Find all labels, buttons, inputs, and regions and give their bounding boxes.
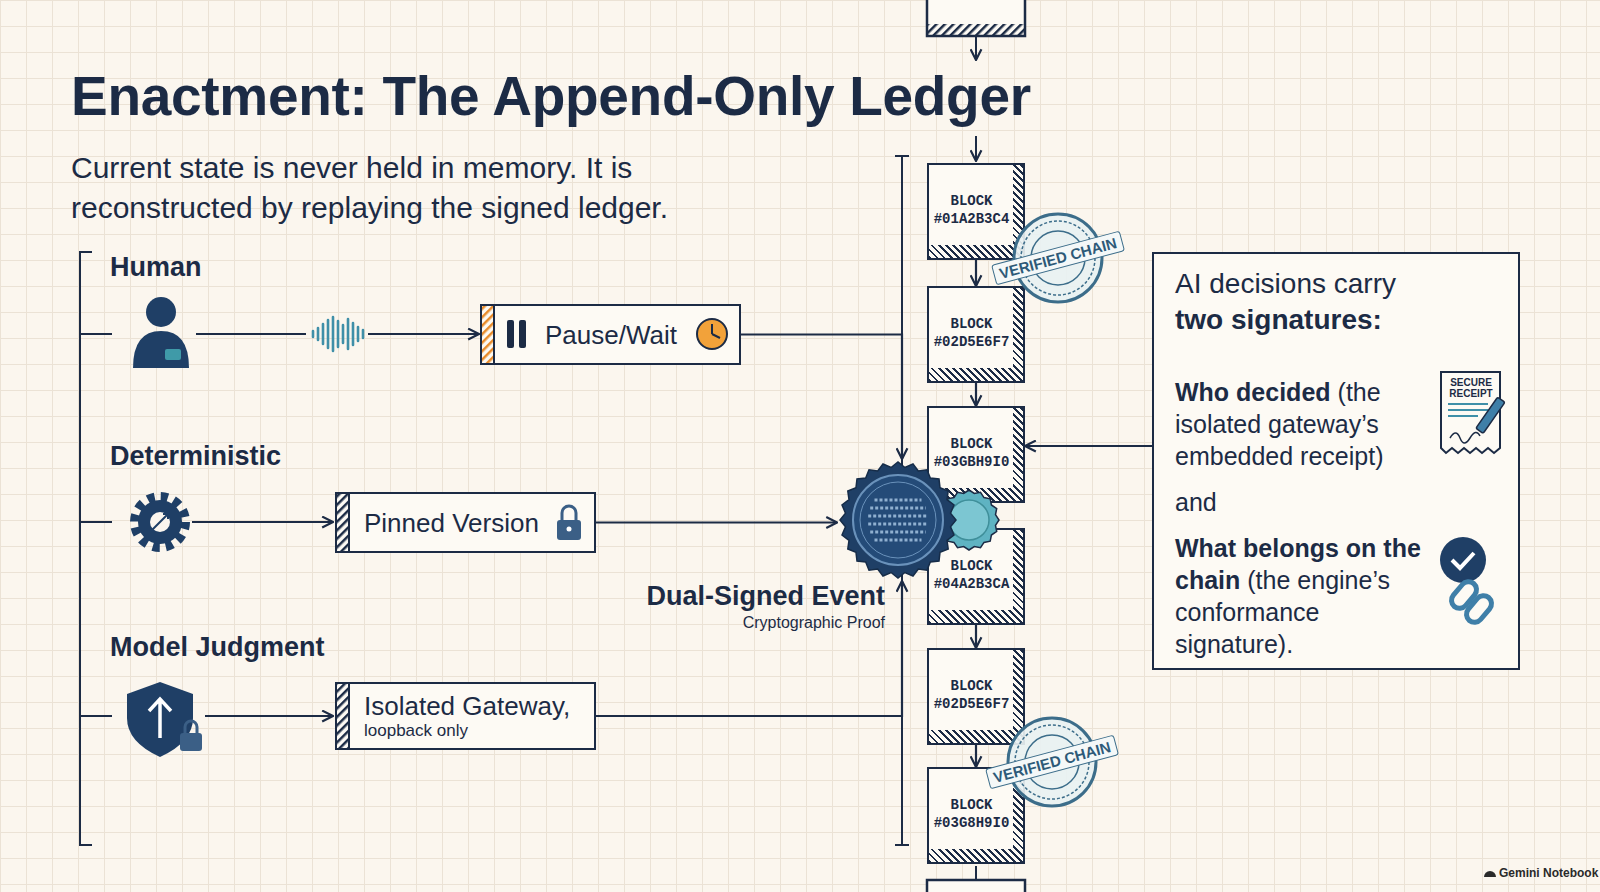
text-paragraph: two signatures: — [1175, 302, 1440, 338]
seal-heading: Dual-Signed Event — [646, 580, 885, 612]
seal-subheading: Cryptographic Proof — [743, 613, 885, 633]
seal-pattern — [875, 499, 922, 502]
box-label: Pinned Version — [364, 508, 594, 538]
connector — [596, 521, 837, 523]
seal-pattern — [868, 523, 928, 526]
block-label: BLOCK #03GBH9I0 — [932, 435, 1011, 471]
signal-wire — [368, 333, 479, 335]
lock-shackle — [185, 721, 197, 733]
connector — [975, 745, 977, 767]
gear-arrow — [152, 514, 168, 530]
watermark-icon — [1484, 871, 1496, 877]
seal-pattern — [870, 507, 926, 510]
watermark: Gemini Notebook — [1499, 866, 1598, 880]
seal-pattern — [870, 531, 926, 534]
seal-outline — [840, 462, 956, 578]
diagram-title: Enactment: The Append-Only Ledger — [71, 64, 1031, 128]
diagram-caption: Current state is never held in memory. I… — [71, 148, 791, 228]
text-paragraph: AI decisions carry — [1175, 266, 1440, 302]
waveform-symbol — [313, 317, 363, 351]
signal-wire — [196, 333, 306, 335]
signal-wire — [205, 715, 333, 717]
connector — [975, 383, 977, 406]
gear-teeth — [135, 497, 185, 547]
box-label: Isolated Gateway, — [364, 691, 594, 721]
chain-arrow — [975, 866, 977, 879]
text-paragraph: What belongs on the chain(the engine’s c… — [1175, 532, 1440, 660]
human-head — [146, 297, 176, 327]
partial-block — [927, 0, 1025, 36]
human-badge — [165, 349, 181, 360]
shield-symbol — [127, 682, 193, 757]
gear-body — [138, 500, 182, 544]
wax-seal — [840, 462, 956, 578]
human-body — [133, 331, 189, 368]
seal-pattern — [875, 539, 922, 542]
process-box: Pause/Wait — [480, 304, 741, 365]
left-bracket — [80, 252, 112, 845]
panel-text: Who decided — [1175, 378, 1331, 406]
shield-arrow — [149, 699, 171, 738]
gear-hole — [150, 512, 170, 532]
block-hatch — [928, 24, 1024, 35]
process-box: Pinned Version — [335, 492, 596, 553]
box-label: Pause/Wait — [545, 320, 739, 350]
callout-panel: AI decisions carry two signatures: Who dec… — [1152, 252, 1520, 670]
chain-arrow — [975, 36, 977, 60]
block-label: BLOCK #02D5E6F7 — [932, 677, 1011, 713]
row-label: Human — [110, 252, 202, 283]
connector — [975, 260, 977, 286]
connector — [975, 625, 977, 648]
row-label: Deterministic — [110, 441, 281, 472]
icon-caption: SECURE RECEIPT — [1444, 377, 1498, 399]
block-label: BLOCK #02D5E6F7 — [932, 315, 1011, 351]
block-label: BLOCK #04A2B3CA — [932, 557, 1011, 593]
seal-node: Dual-Signed EventCryptographic Proof — [840, 462, 956, 578]
connector — [1025, 445, 1152, 447]
ledger-block: BLOCK #02D5E6F7 — [927, 648, 1025, 745]
block-label: BLOCK #03G8H9I0 — [932, 796, 1011, 832]
seal-core — [853, 475, 943, 565]
signal-wire — [192, 521, 333, 523]
connector — [741, 335, 902, 460]
ledger-block: BLOCK #01A2B3C4 — [927, 163, 1025, 260]
chain-arrow — [975, 136, 977, 161]
panel-text: two signatures: — [1175, 304, 1382, 335]
partial-block — [927, 880, 1025, 892]
ledger-block: BLOCK #02D5E6F7 — [927, 286, 1025, 383]
seal-pattern — [868, 515, 928, 518]
panel-text: AI decisions carry — [1175, 268, 1396, 299]
block-label: BLOCK #01A2B3C4 — [932, 192, 1011, 228]
box-sublabel: loopback only — [364, 721, 594, 741]
connector — [596, 581, 902, 716]
lock-body — [180, 733, 202, 751]
row-label: Model Judgment — [110, 632, 325, 663]
text-paragraph: Who decided(the isolated gateway’s embed… — [1175, 376, 1440, 472]
process-box: Isolated Gateway,loopback only — [335, 682, 596, 750]
seal-ring — [860, 482, 936, 558]
panel-text: and — [1175, 488, 1217, 516]
waveform-bars — [313, 317, 363, 351]
text-paragraph: and — [1175, 486, 1440, 518]
